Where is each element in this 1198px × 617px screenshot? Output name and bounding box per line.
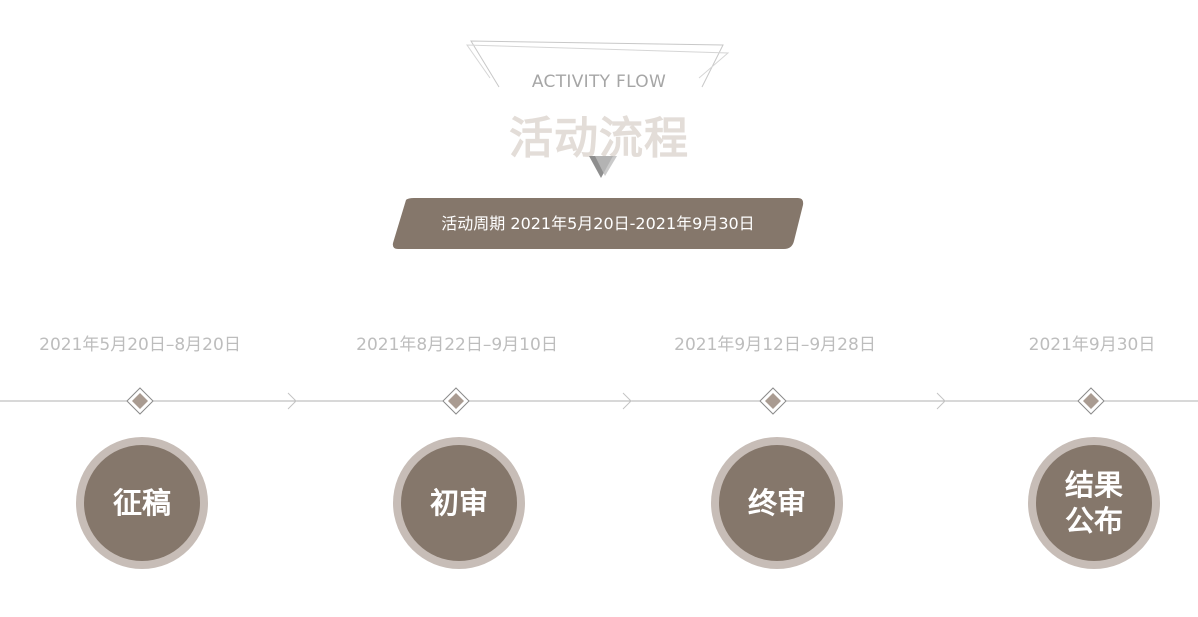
page-title: 活动流程 — [509, 113, 689, 164]
timeline — [0, 387, 1198, 415]
stage-label: 结果公布 — [1064, 468, 1123, 538]
timeline-diamond-marker — [759, 387, 787, 415]
stage-date: 2021年5月20日–8月20日 — [39, 335, 241, 355]
header-frame-decoration — [466, 40, 730, 88]
stage-date: 2021年9月12日–9月28日 — [674, 335, 876, 355]
stage-circle: 结果公布 — [1028, 437, 1160, 569]
activity-period-text: 活动周期 2021年5月20日-2021年9月30日 — [441, 214, 755, 233]
down-triangle-icon — [589, 156, 617, 178]
timeline-diamond-marker — [442, 387, 470, 415]
stage-final-review: 2021年9月12日–9月28日 终审 — [645, 330, 905, 590]
chevron-right-icon — [287, 392, 297, 410]
stage-label: 初审 — [429, 486, 488, 520]
timeline-diamond-marker — [1077, 387, 1105, 415]
stage-date: 2021年8月22日–9月10日 — [356, 335, 558, 355]
activity-period-banner — [392, 198, 804, 249]
stage-label: 终审 — [747, 486, 806, 520]
chevron-right-icon — [622, 392, 632, 410]
subtitle-activity-flow: ACTIVITY FLOW — [531, 72, 667, 92]
stage-circle: 征稿 — [76, 437, 208, 569]
stage-label: 征稿 — [112, 486, 171, 520]
timeline-diamond-marker — [126, 387, 154, 415]
stage-preliminary-review: 2021年8月22日–9月10日 初审 — [327, 330, 587, 590]
stage-circle: 终审 — [711, 437, 843, 569]
stage-submission: 2021年5月20日–8月20日 征稿 — [10, 330, 270, 590]
stage-date: 2021年9月30日 — [1028, 335, 1156, 355]
stage-circle: 初审 — [393, 437, 525, 569]
chevron-right-icon — [936, 392, 946, 410]
stage-results-announcement: 2021年9月30日 结果公布 — [962, 330, 1198, 590]
